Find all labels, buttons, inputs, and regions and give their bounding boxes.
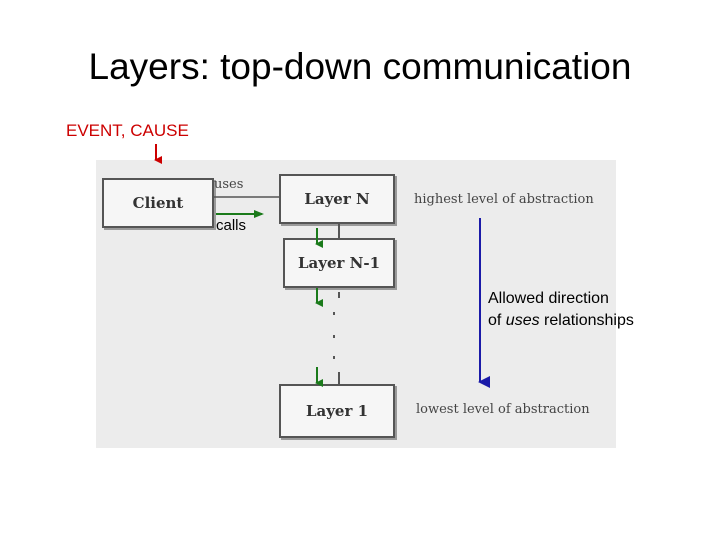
layer-n-minus-1-box: Layer N-1 (283, 238, 395, 288)
layer-1-box: Layer 1 (279, 384, 395, 438)
lowest-abstraction-label: lowest level of abstraction (416, 402, 590, 417)
slide-title: Layers: top-down communication (88, 46, 632, 87)
event-cause-label: EVENT, CAUSE (66, 121, 189, 140)
layer-ellipsis-dots (333, 292, 340, 359)
layer-diagram: Client uses Layer N highest level of abs… (96, 160, 616, 448)
client-label: Client (132, 194, 184, 212)
layer-1-label: Layer 1 (305, 402, 369, 420)
allowed-direction-line2: of uses relationships (488, 312, 634, 329)
layer-n-minus-1-label: Layer N-1 (297, 254, 381, 272)
client-box: Client (102, 178, 214, 228)
layer-n-label: Layer N (304, 190, 370, 208)
uses-italic: uses (505, 312, 540, 329)
uses-label: uses (214, 177, 244, 192)
highest-abstraction-label: highest level of abstraction (414, 192, 594, 207)
allowed-direction-text: Allowed direction of uses relationships (488, 288, 634, 332)
allowed-direction-line1: Allowed direction (488, 290, 609, 307)
calls-label: calls (216, 217, 247, 234)
layer-n-box: Layer N (279, 174, 395, 224)
